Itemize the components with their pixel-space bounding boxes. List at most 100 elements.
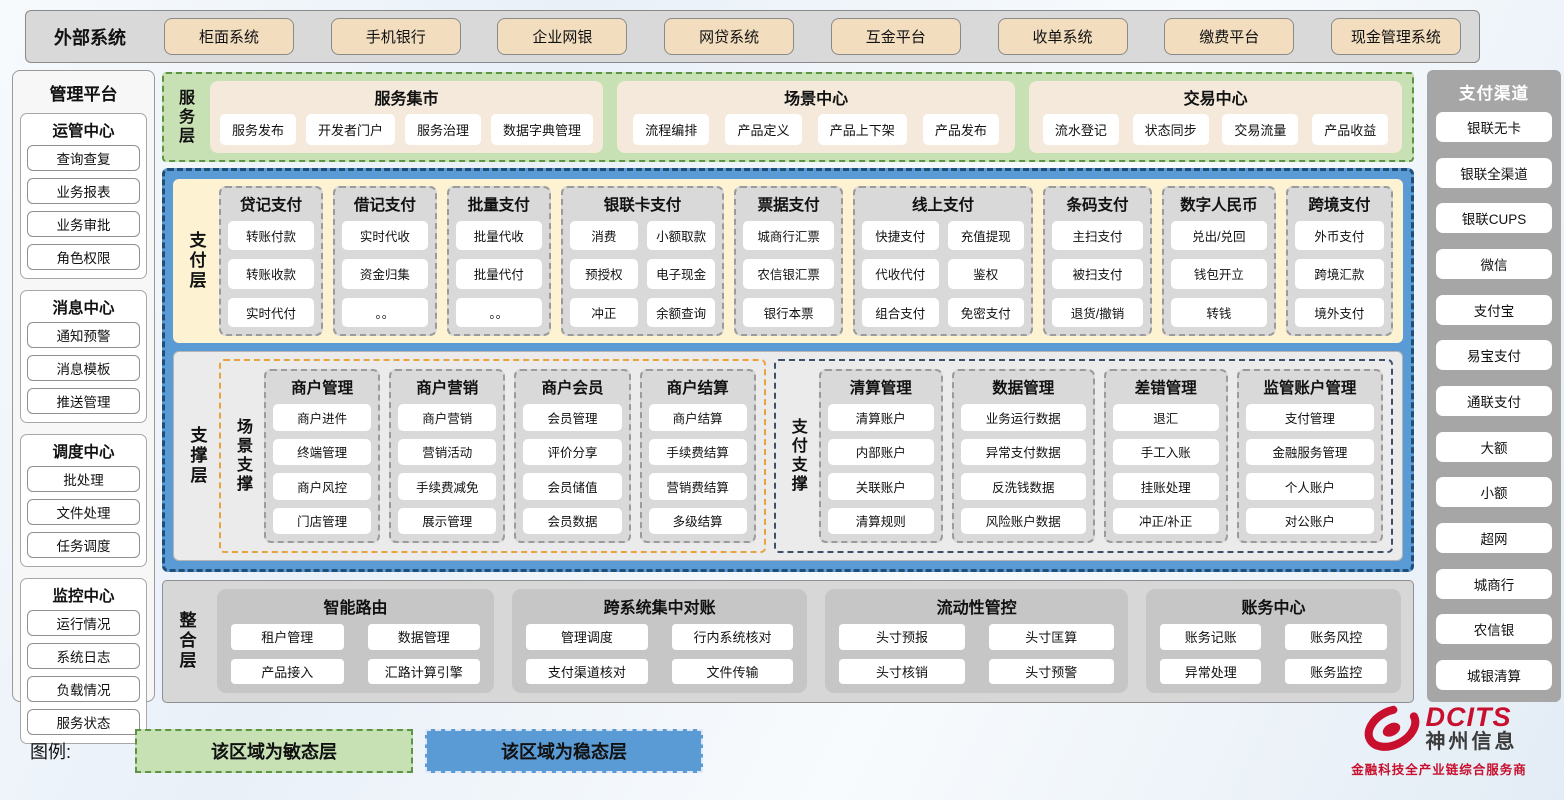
payment-item-button[interactable]: 快捷支付 <box>862 221 939 251</box>
management-item-button[interactable]: 负载情况 <box>27 676 140 702</box>
support-item-button[interactable]: 会员管理 <box>523 404 622 431</box>
payment-channel-button[interactable]: 通联支付 <box>1436 385 1552 416</box>
payment-item-button[interactable]: 农信银汇票 <box>743 259 835 289</box>
payment-item-button[interactable]: 退货/撤销 <box>1052 297 1143 327</box>
payment-channel-button[interactable]: 银联CUPS <box>1436 203 1552 234</box>
payment-channel-button[interactable]: 农信银 <box>1436 614 1552 645</box>
payment-item-button[interactable]: 转账付款 <box>228 221 314 251</box>
support-item-button[interactable]: 个人账户 <box>1245 473 1375 500</box>
integration-item-button[interactable]: 数据管理 <box>367 624 480 650</box>
integration-item-button[interactable]: 头寸预警 <box>988 658 1114 684</box>
payment-channel-button[interactable]: 大额 <box>1436 431 1552 462</box>
payment-item-button[interactable]: 消费 <box>569 221 638 251</box>
external-system-button[interactable]: 柜面系统 <box>164 18 294 55</box>
payment-channel-button[interactable]: 城银清算 <box>1436 659 1552 690</box>
service-item-button[interactable]: 服务发布 <box>220 113 297 145</box>
integration-item-button[interactable]: 租户管理 <box>231 624 344 650</box>
support-item-button[interactable]: 退汇 <box>1112 404 1219 431</box>
service-item-button[interactable]: 流水登记 <box>1042 113 1119 145</box>
external-system-button[interactable]: 手机银行 <box>330 18 461 55</box>
service-item-button[interactable]: 交易流量 <box>1222 113 1299 145</box>
support-item-button[interactable]: 清算账户 <box>827 404 934 431</box>
support-item-button[interactable]: 金融服务管理 <box>1245 438 1375 465</box>
support-item-button[interactable]: 商户结算 <box>648 404 747 431</box>
management-item-button[interactable]: 系统日志 <box>27 643 140 669</box>
payment-channel-button[interactable]: 银联无卡 <box>1436 112 1552 142</box>
payment-item-button[interactable]: 城商行汇票 <box>743 221 835 251</box>
support-item-button[interactable]: 手工入账 <box>1112 438 1219 465</box>
external-system-button[interactable]: 互金平台 <box>830 18 961 55</box>
support-item-button[interactable]: 内部账户 <box>827 438 934 465</box>
service-item-button[interactable]: 数据字典管理 <box>491 113 594 145</box>
support-item-button[interactable]: 会员储值 <box>523 473 622 500</box>
payment-item-button[interactable]: 境外支付 <box>1294 297 1384 327</box>
payment-item-button[interactable]: 转账收款 <box>228 259 314 289</box>
support-item-button[interactable]: 评价分享 <box>523 438 622 465</box>
service-item-button[interactable]: 产品收益 <box>1312 113 1389 145</box>
payment-item-button[interactable]: 转钱 <box>1170 297 1267 327</box>
support-item-button[interactable]: 展示管理 <box>398 507 497 534</box>
payment-channel-button[interactable]: 银联全渠道 <box>1436 157 1552 188</box>
integration-item-button[interactable]: 产品接入 <box>231 658 344 684</box>
payment-item-button[interactable]: 冲正 <box>569 297 638 327</box>
integration-item-button[interactable]: 头寸核销 <box>839 658 965 684</box>
support-item-button[interactable]: 关联账户 <box>827 473 934 500</box>
management-item-button[interactable]: 业务报表 <box>27 178 140 204</box>
payment-item-button[interactable]: 批量代付 <box>455 259 542 289</box>
payment-item-button[interactable]: 鉴权 <box>947 259 1025 289</box>
payment-item-button[interactable]: 批量代收 <box>455 221 542 251</box>
external-system-button[interactable]: 收单系统 <box>997 18 1128 55</box>
payment-item-button[interactable]: 钱包开立 <box>1170 259 1267 289</box>
payment-item-button[interactable]: 小额取款 <box>646 221 716 251</box>
service-item-button[interactable]: 开发者门户 <box>306 113 396 145</box>
payment-channel-button[interactable]: 城商行 <box>1436 568 1552 599</box>
integration-item-button[interactable]: 头寸匡算 <box>988 624 1114 650</box>
support-item-button[interactable]: 反洗钱数据 <box>960 473 1086 500</box>
support-item-button[interactable]: 手续费结算 <box>648 438 747 465</box>
payment-item-button[interactable]: 组合支付 <box>862 297 939 327</box>
management-item-button[interactable]: 批处理 <box>27 466 140 492</box>
payment-item-button[interactable]: 跨境汇款 <box>1294 259 1384 289</box>
integration-item-button[interactable]: 头寸预报 <box>839 624 965 650</box>
service-item-button[interactable]: 产品上下架 <box>817 113 907 145</box>
support-item-button[interactable]: 挂账处理 <box>1112 473 1219 500</box>
support-item-button[interactable]: 会员数据 <box>523 507 622 534</box>
payment-item-button[interactable]: 实时代付 <box>228 297 314 327</box>
external-system-button[interactable]: 现金管理系统 <box>1330 18 1461 55</box>
service-item-button[interactable]: 状态同步 <box>1132 113 1209 145</box>
support-item-button[interactable]: 风险账户数据 <box>960 507 1086 534</box>
management-item-button[interactable]: 通知预警 <box>27 322 140 348</box>
integration-item-button[interactable]: 账务监控 <box>1285 658 1387 684</box>
external-system-button[interactable]: 缴费平台 <box>1164 18 1295 55</box>
payment-item-button[interactable]: 资金归集 <box>341 259 428 289</box>
payment-item-button[interactable]: 电子现金 <box>646 259 716 289</box>
payment-item-button[interactable]: 被扫支付 <box>1052 259 1143 289</box>
support-item-button[interactable]: 营销费结算 <box>648 473 747 500</box>
payment-channel-button[interactable]: 易宝支付 <box>1436 340 1552 371</box>
external-system-button[interactable]: 企业网银 <box>497 18 628 55</box>
payment-item-button[interactable]: 余额查询 <box>646 297 716 327</box>
management-item-button[interactable]: 业务审批 <box>27 211 140 237</box>
integration-item-button[interactable]: 管理调度 <box>526 624 648 650</box>
support-item-button[interactable]: 业务运行数据 <box>960 404 1086 431</box>
payment-channel-button[interactable]: 支付宝 <box>1436 294 1552 325</box>
payment-item-button[interactable]: 兑出/兑回 <box>1170 221 1267 251</box>
management-item-button[interactable]: 服务状态 <box>27 709 140 735</box>
integration-item-button[interactable]: 异常处理 <box>1159 658 1262 684</box>
service-item-button[interactable]: 服务治理 <box>405 113 482 145</box>
payment-item-button[interactable]: 实时代收 <box>341 221 428 251</box>
service-item-button[interactable]: 产品发布 <box>922 113 999 145</box>
support-item-button[interactable]: 异常支付数据 <box>960 438 1086 465</box>
payment-item-button[interactable]: 。。 <box>341 297 428 327</box>
integration-item-button[interactable]: 账务风控 <box>1285 624 1387 650</box>
management-item-button[interactable]: 推送管理 <box>27 388 140 414</box>
management-item-button[interactable]: 角色权限 <box>27 244 140 270</box>
payment-channel-button[interactable]: 微信 <box>1436 248 1552 279</box>
payment-channel-button[interactable]: 超网 <box>1436 522 1552 553</box>
payment-item-button[interactable]: 预授权 <box>569 259 638 289</box>
integration-item-button[interactable]: 账务记账 <box>1159 624 1262 650</box>
management-item-button[interactable]: 运行情况 <box>27 610 140 636</box>
payment-item-button[interactable]: 代收代付 <box>862 259 939 289</box>
payment-item-button[interactable]: 外币支付 <box>1294 221 1384 251</box>
integration-item-button[interactable]: 汇路计算引擎 <box>367 658 480 684</box>
